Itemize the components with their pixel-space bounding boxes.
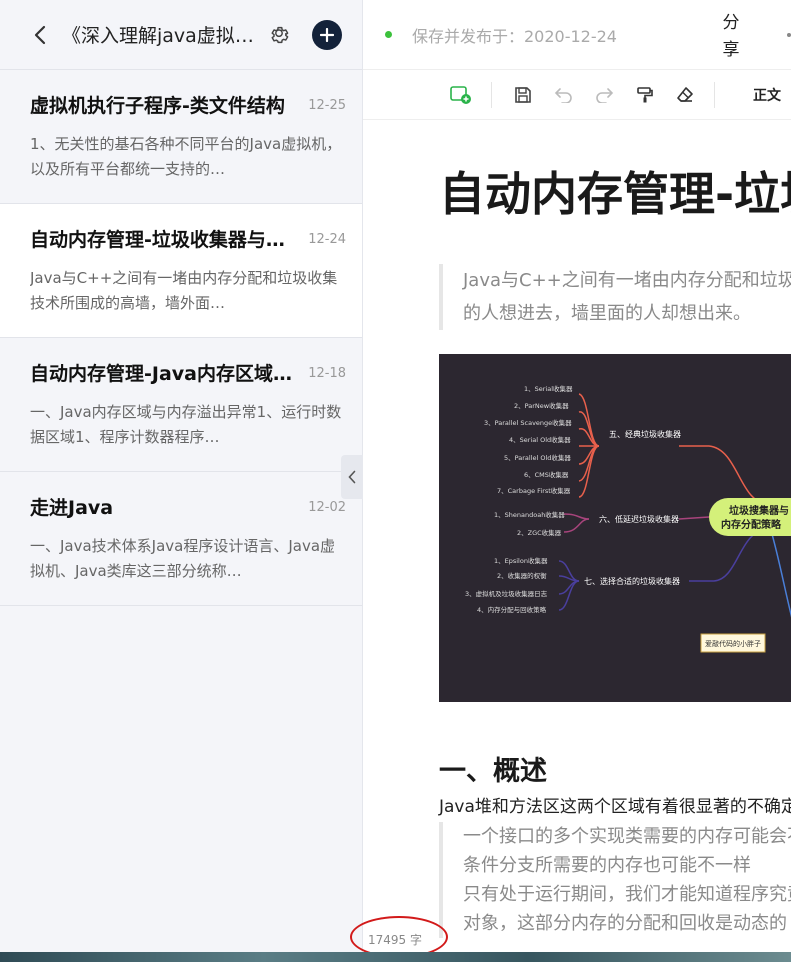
quote-line: 的人想进去，墙里面的人却想出来。	[463, 303, 751, 324]
paragraph[interactable]: Java堆和方法区这两个区域有着很显著的不确定性：	[439, 797, 791, 817]
mindmap-leaf: 1、Epsilon收集器	[494, 556, 548, 565]
quote-line: 只有处于运行期间，我们才能知道程序究竟会创建哪些	[463, 884, 791, 905]
mindmap-leaf: 5、Parallel Old收集器	[504, 453, 571, 462]
note-date: 12-18	[308, 366, 346, 381]
note-snippet: 一、Java内存区域与内存溢出异常1、运行时数据区域1、程序计数器程序…	[30, 403, 342, 446]
document-title[interactable]: 自动内存管理-垃圾收集器与内存分配策略	[439, 167, 791, 221]
collapse-sidebar-toggle[interactable]	[341, 455, 363, 499]
mindmap-watermark: 爱敲代码的小胖子	[705, 639, 761, 648]
section-heading[interactable]: 一、概述	[439, 756, 547, 787]
eraser-icon[interactable]	[673, 83, 697, 107]
mindmap-watermark-box	[700, 633, 766, 653]
note-snippet: Java与C++之间有一堵由内存分配和垃圾收集技术所围成的高墙，墙外面…	[30, 269, 338, 312]
undo-icon[interactable]	[552, 83, 576, 107]
mindmap-branch-label: 五、经典垃圾收集器	[609, 429, 681, 439]
quote-line: 对象，这部分内存的分配和回收是动态的	[463, 913, 787, 934]
add-note-button[interactable]	[312, 19, 342, 50]
document-body[interactable]: 自动内存管理-垃圾收集器与内存分配策略 Java与C++之间有一堵由内存分配和垃…	[363, 166, 791, 938]
note-title: 自动内存管理-Java内存区域…	[30, 363, 292, 385]
gear-icon[interactable]	[266, 22, 292, 48]
save-icon[interactable]	[511, 83, 535, 107]
mindmap-branch7-lines	[558, 528, 770, 611]
mindmap-center-label: 内存分配策略	[721, 518, 782, 531]
note-title: 虚拟机执行子程序-类文件结构	[30, 95, 285, 117]
mindmap-leaf: 6、CMS收集器	[524, 470, 569, 479]
notebook-title: 《深入理解java虚拟机…	[62, 25, 258, 47]
mindmap-branch-label: 六、低延迟垃圾收集器	[599, 514, 679, 524]
note-item[interactable]: 虚拟机执行子程序-类文件结构 12-25 1、无关性的基石各种不同平台的Java…	[0, 70, 362, 204]
plus-icon	[320, 27, 334, 42]
redo-icon[interactable]	[592, 83, 616, 107]
mindmap-branch5-lines	[578, 393, 770, 505]
note-item[interactable]: 自动内存管理-Java内存区域… 12-18 一、Java内存区域与内存溢出异常…	[0, 338, 362, 472]
sidebar-header: 《深入理解java虚拟机…	[0, 0, 362, 70]
quote-line: Java与C++之间有一堵由内存分配和垃圾收集技术所围成的高墙，墙外面	[463, 270, 791, 291]
mindmap-center-label: 垃圾搜集器与	[729, 504, 789, 517]
chevron-left-icon	[348, 470, 356, 484]
taskbar-strip	[0, 952, 791, 962]
mindmap-leaf: 4、内存分配与回收策略	[477, 605, 547, 614]
save-status: 保存并发布于：2020-12-24	[412, 26, 617, 46]
mindmap-leaf: 2、ParNew收集器	[514, 401, 569, 410]
toolbar-divider	[714, 82, 715, 108]
note-title: 走进Java	[30, 497, 114, 519]
more-icon[interactable]	[787, 33, 791, 37]
note-date: 12-25	[308, 98, 346, 113]
note-snippet: 1、无关性的基石各种不同平台的Java虚拟机，以及所有平台都统一支持的…	[30, 135, 342, 178]
mindmap-center-node	[709, 498, 791, 536]
toolbar-divider	[491, 82, 492, 108]
editor-topbar: 保存并发布于：2020-12-24 分享	[363, 0, 791, 70]
format-painter-icon[interactable]	[633, 83, 657, 107]
mindmap-leaf: 1、Shenandoah收集器	[494, 510, 565, 519]
mindmap-leaf: 3、Parallel Scavenge收集器	[484, 418, 572, 427]
quote-line: 条件分支所需要的内存也可能不一样	[463, 855, 751, 876]
blockquote: Java与C++之间有一堵由内存分配和垃圾收集技术所围成的高墙，墙外面 的人想进…	[439, 264, 791, 330]
saved-status-dot	[385, 31, 392, 38]
note-item-active[interactable]: 自动内存管理-垃圾收集器与… 12-24 Java与C++之间有一堵由内存分配和…	[0, 204, 362, 338]
mindmap-leaf: 1、Serial收集器	[524, 384, 573, 393]
insert-image-icon[interactable]	[449, 83, 473, 107]
mindmap-leaf: 2、收集器的权衡	[497, 571, 547, 580]
mindmap-leaf: 7、Carbage First收集器	[497, 486, 571, 495]
note-item[interactable]: 走进Java 12-02 一、Java技术体系Java程序设计语言、Java虚拟…	[0, 472, 362, 606]
blockquote: 一个接口的多个实现类需要的内存可能会不一样 条件分支所需要的内存也可能不一样 只…	[439, 822, 791, 938]
mindmap-image[interactable]: 垃圾搜集器与 内存分配策略 五、经典垃圾收集器 1、Serial收集器 2、Pa…	[439, 354, 791, 702]
back-arrow-icon[interactable]	[26, 21, 54, 49]
note-snippet: 一、Java技术体系Java程序设计语言、Java虚拟机、Java类库这三部分统…	[30, 537, 336, 580]
mindmap-leaf: 2、ZGC收集器	[517, 528, 562, 537]
mindmap-right-branch	[768, 523, 791, 618]
quote-line: 一个接口的多个实现类需要的内存可能会不一样	[463, 826, 791, 847]
paragraph-style-dropdown[interactable]: 正文	[753, 88, 781, 104]
note-editor: 保存并发布于：2020-12-24 分享 正文 自动内存管理-垃圾收集器与内存分…	[363, 0, 791, 962]
mindmap-branch6-lines	[563, 513, 710, 533]
editor-toolbar: 正文	[363, 70, 791, 120]
mindmap-branch-label: 七、选择合适的垃圾收集器	[584, 576, 680, 586]
note-date: 12-24	[308, 232, 346, 247]
mindmap-leaf: 3、虚拟机及垃圾收集器日志	[465, 589, 548, 598]
note-date: 12-02	[308, 500, 346, 515]
share-button[interactable]: 分享	[722, 13, 740, 60]
note-list-sidebar: 《深入理解java虚拟机… 虚拟机执行子程序-类文件结构 12-25 1、无关性…	[0, 0, 363, 962]
note-title: 自动内存管理-垃圾收集器与…	[30, 229, 285, 251]
mindmap-leaf: 4、Serial Old收集器	[509, 435, 571, 444]
